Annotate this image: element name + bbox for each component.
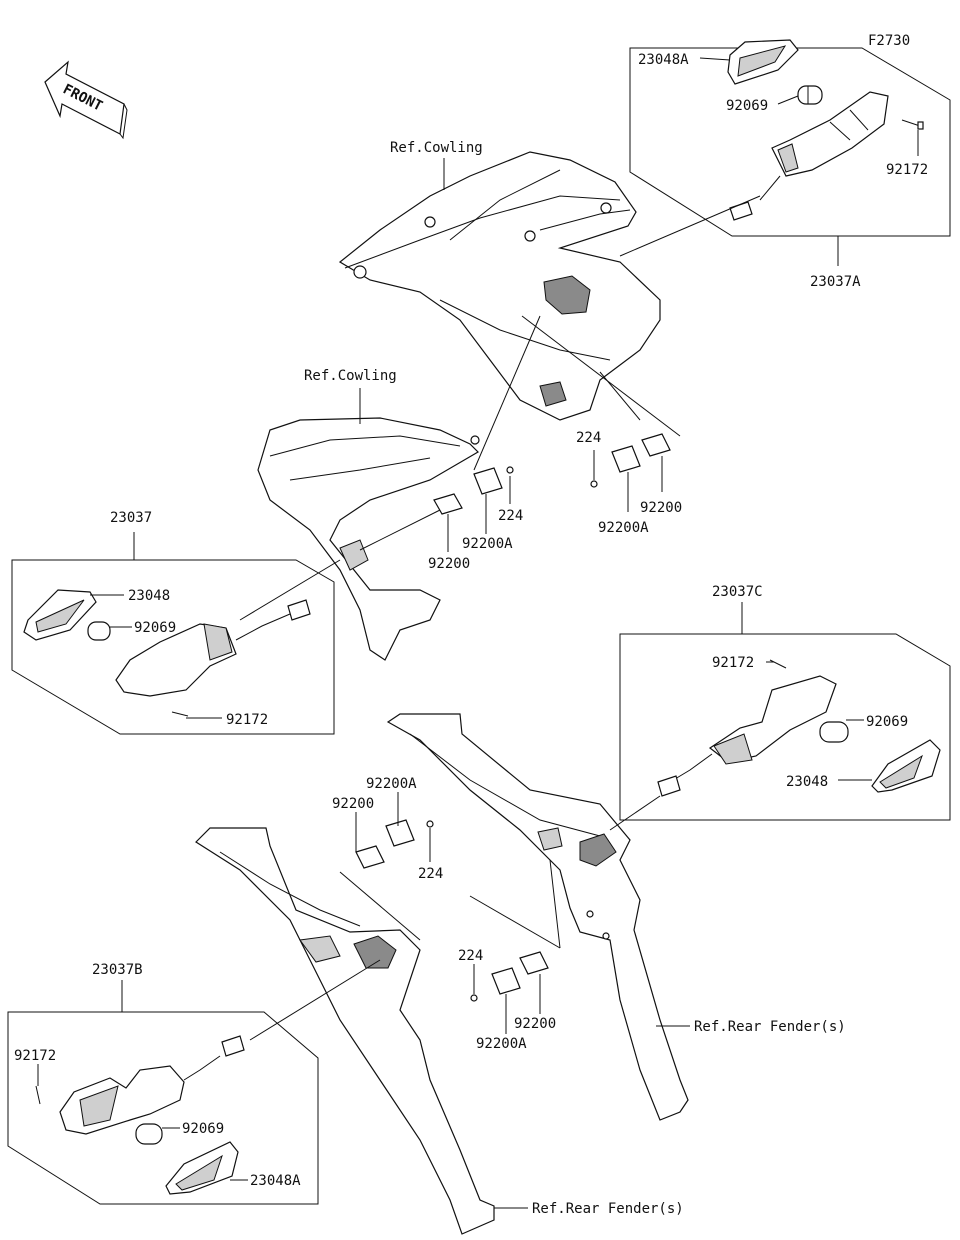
rear-fender-bracket-right-icon bbox=[386, 713, 689, 1121]
callout-23048-2: 23048 bbox=[786, 774, 828, 790]
callout-92069-4: 92069 bbox=[182, 1121, 224, 1137]
callout-ref-cowling-2: Ref.Cowling bbox=[304, 368, 397, 384]
callout-92200a-2: 92200A bbox=[462, 536, 513, 552]
bulb-92069-icon bbox=[797, 85, 823, 105]
panel-23037c bbox=[619, 633, 951, 821]
callout-92069: 92069 bbox=[726, 98, 768, 114]
callout-92200-3: 92200 bbox=[332, 796, 374, 812]
callout-ref-rear-fender-2: Ref.Rear Fender(s) bbox=[532, 1201, 684, 1217]
callout-23048a-2: 23048A bbox=[250, 1173, 301, 1189]
turn-signal-body-icon-3 bbox=[657, 675, 837, 797]
bulb-92069-icon-2 bbox=[87, 621, 111, 641]
turn-signal-body-icon-2 bbox=[115, 599, 311, 697]
callout-92069-3: 92069 bbox=[866, 714, 908, 730]
screw-92172-icon bbox=[901, 119, 924, 130]
callout-92069-2: 92069 bbox=[134, 620, 176, 636]
lens-23048a-icon bbox=[727, 39, 799, 85]
panel-23037 bbox=[11, 559, 335, 735]
screw-92172-icon-2 bbox=[171, 711, 189, 717]
callout-92172: 92172 bbox=[886, 162, 928, 178]
callout-92172-3: 92172 bbox=[712, 655, 754, 671]
callout-224-3: 224 bbox=[418, 866, 443, 882]
callout-92200-4: 92200 bbox=[514, 1016, 556, 1032]
callout-92200-2: 92200 bbox=[428, 556, 470, 572]
screw-92172-icon-4 bbox=[35, 1085, 41, 1105]
callout-92200a: 92200A bbox=[598, 520, 649, 536]
callout-23037c: 23037C bbox=[712, 584, 763, 600]
panel-23037b bbox=[7, 1011, 319, 1205]
grommet-cluster-2-icon bbox=[590, 433, 671, 488]
callout-23048a: 23048A bbox=[638, 52, 689, 68]
grommet-cluster-1-icon bbox=[433, 466, 514, 515]
callout-224-4: 224 bbox=[458, 948, 483, 964]
screw-92172-icon-3 bbox=[769, 659, 787, 669]
diagram-code: F2730 bbox=[868, 33, 910, 49]
rear-fender-bracket-left-icon bbox=[195, 827, 495, 1235]
callout-92172-2: 92172 bbox=[226, 712, 268, 728]
callout-92200a-3: 92200A bbox=[366, 776, 417, 792]
upper-cowling-icon bbox=[338, 151, 661, 421]
lower-cowling-icon bbox=[257, 417, 480, 661]
connection-lines bbox=[239, 195, 761, 1041]
turn-signal-body-icon-4 bbox=[59, 1035, 245, 1135]
callout-92200: 92200 bbox=[640, 500, 682, 516]
callout-23037: 23037 bbox=[110, 510, 152, 526]
turn-signal-body-icon bbox=[729, 91, 889, 221]
callout-224-2: 224 bbox=[498, 508, 523, 524]
callout-92200a-4: 92200A bbox=[476, 1036, 527, 1052]
lens-23048a-icon-2 bbox=[165, 1141, 239, 1195]
callout-labels: 23048A 92069 92172 23037A Ref.Cowling Re… bbox=[14, 52, 928, 1217]
callout-23037a: 23037A bbox=[810, 274, 861, 290]
callout-ref-rear-fender: Ref.Rear Fender(s) bbox=[694, 1019, 846, 1035]
callout-92172-4: 92172 bbox=[14, 1048, 56, 1064]
bulb-92069-icon-3 bbox=[819, 721, 849, 743]
callout-23037b: 23037B bbox=[92, 962, 143, 978]
lens-23048-icon-2 bbox=[871, 739, 941, 793]
panel-23037a bbox=[629, 39, 951, 237]
grommet-cluster-4-icon bbox=[470, 951, 549, 1002]
lens-23048-icon bbox=[23, 589, 97, 641]
grommet-cluster-3-icon bbox=[355, 819, 434, 869]
callout-ref-cowling: Ref.Cowling bbox=[390, 140, 483, 156]
callout-224: 224 bbox=[576, 430, 601, 446]
front-arrow-icon: FRONT bbox=[44, 60, 128, 140]
leader-lines bbox=[37, 57, 919, 1209]
callout-23048: 23048 bbox=[128, 588, 170, 604]
bulb-92069-icon-4 bbox=[135, 1123, 163, 1145]
